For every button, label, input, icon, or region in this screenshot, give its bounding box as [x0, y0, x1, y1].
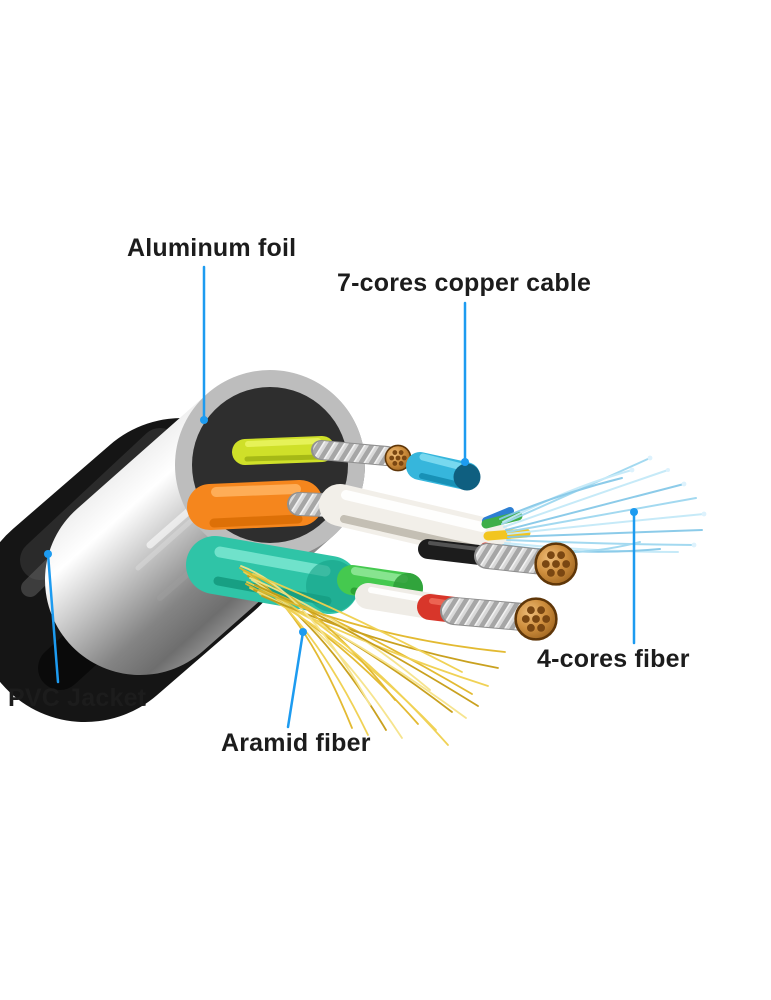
teal-wrap-highlight — [214, 546, 331, 577]
cyan-wire-highlight — [419, 453, 466, 471]
orange-wire-shadow — [209, 514, 303, 528]
copper-core-face — [514, 597, 558, 641]
yellow-wire-highlight — [245, 438, 321, 447]
label-copper-cable: 7-cores copper cable — [337, 269, 592, 297]
cyan-wire — [406, 452, 481, 491]
leader-dot-aramid-fiber — [299, 628, 307, 636]
twisted-shield — [476, 544, 554, 574]
orange-wire-highlight — [211, 484, 301, 497]
leader-dot-aluminum-foil — [200, 416, 208, 424]
leader-dot-copper-cable — [461, 458, 469, 466]
green-wire-highlight — [351, 567, 408, 583]
white-cable-body — [319, 484, 511, 561]
black-wire — [418, 539, 578, 586]
white-cable — [319, 455, 707, 561]
optical-fiber-strands — [499, 457, 705, 554]
copper-core-face — [534, 542, 578, 586]
leader-pvc-jacket — [46, 552, 60, 684]
red-banded-wire-highlight — [368, 587, 430, 603]
optical-fiber-tips — [629, 455, 707, 548]
yellow-wire-shadow — [244, 454, 323, 462]
twisted-shield — [442, 598, 535, 630]
orange-wire-body — [187, 480, 323, 530]
label-aluminum-foil: Aluminum foil — [127, 234, 297, 262]
label-pvc-jacket: PVC Jacket — [8, 684, 147, 712]
leader-lines — [44, 265, 638, 729]
aramid-fiber-strands — [239, 565, 506, 746]
yellow-green-wire — [232, 436, 412, 472]
leader-dot-fiber-cores — [630, 508, 638, 516]
label-fiber-cores: 4-cores fiber — [537, 645, 690, 673]
cyan-wire-tip — [453, 463, 481, 491]
teal-wrap — [186, 536, 359, 614]
white-cable-highlight — [341, 490, 487, 532]
yellow-wire-body — [232, 436, 335, 465]
label-aramid-fiber: Aramid fiber — [221, 729, 371, 757]
twisted-shield — [313, 441, 395, 465]
leader-aramid-fiber — [286, 630, 305, 729]
red-banded-wire — [355, 583, 558, 641]
leader-dot-pvc-jacket — [44, 550, 52, 558]
